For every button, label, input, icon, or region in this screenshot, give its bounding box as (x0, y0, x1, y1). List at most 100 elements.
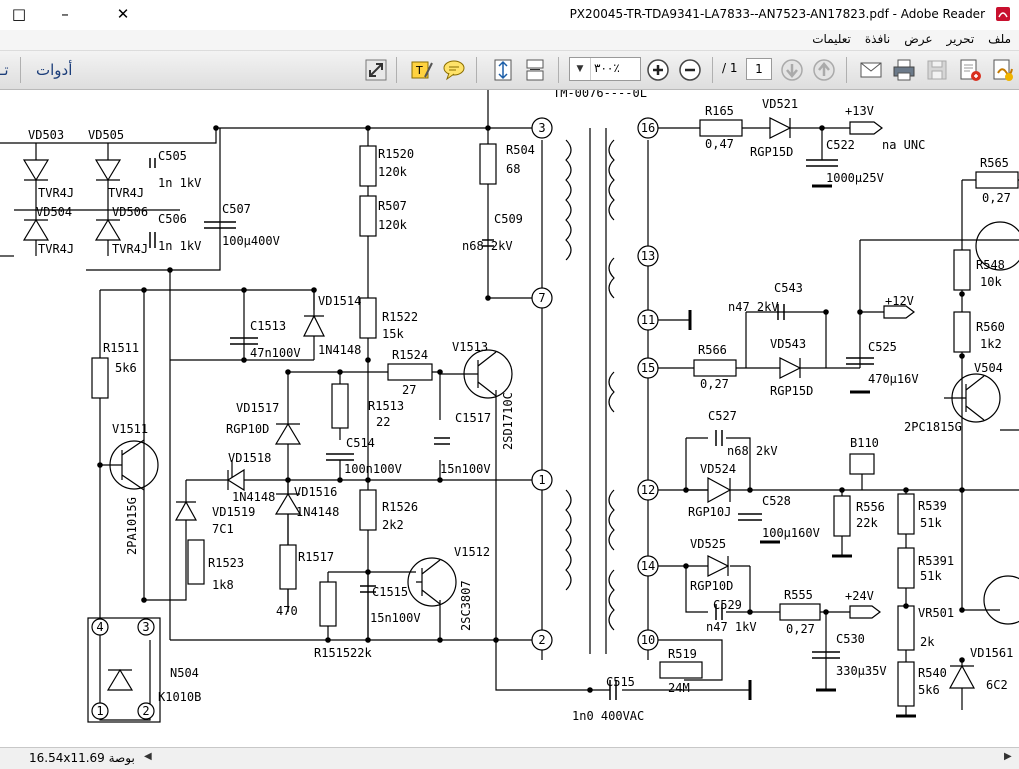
maximize-button[interactable]: □ (11, 5, 27, 23)
component-label: 2k2 (382, 518, 404, 532)
scroll-left-arrow-icon[interactable]: ◀ (144, 751, 152, 762)
toolbar-separator (20, 57, 21, 83)
highlight-text-icon[interactable]: T (409, 57, 435, 83)
email-icon[interactable] (858, 57, 884, 83)
component-label: na UNC (882, 138, 925, 152)
component-label: C529 (713, 598, 742, 612)
component-label: 15n100V (370, 611, 421, 625)
component-label: 330µ35V (836, 664, 887, 678)
next-page-icon[interactable] (779, 57, 805, 83)
toolbar-separator (846, 57, 847, 83)
tools-label-cut[interactable]: تـ (0, 61, 9, 79)
scroll-mode-icon[interactable] (522, 57, 548, 83)
component-label: 6C2 (986, 678, 1008, 692)
component-label: VD1517 (236, 401, 279, 415)
component-label: 27 (402, 383, 416, 397)
component-label: 24M (668, 681, 690, 695)
zoom-out-icon[interactable] (677, 57, 703, 83)
menu-window[interactable]: نافذة (864, 32, 891, 46)
full-screen-icon[interactable] (363, 57, 389, 83)
component-label: 100µ400V (222, 234, 280, 248)
component-label: R548 (976, 258, 1005, 272)
component-label: TVR4J (112, 242, 148, 256)
transistor-part-label: 2PA1015G (125, 497, 139, 555)
pin-number: 2 (142, 704, 149, 718)
toolbar-separator (396, 57, 397, 83)
component-label: K1010B (158, 690, 201, 704)
fit-page-icon[interactable] (490, 57, 516, 83)
component-label: 0,27 (700, 377, 729, 391)
pdf-icon (996, 7, 1010, 21)
component-label: n47 1kV (706, 620, 757, 634)
component-label: VD524 (700, 462, 736, 476)
zoom-in-icon[interactable] (645, 57, 671, 83)
page-number-input[interactable]: 1 (746, 58, 772, 80)
menu-bar: ملف تحرير عرض نافذة تعليمات (0, 30, 1019, 51)
menu-help[interactable]: تعليمات (812, 32, 851, 46)
capacitors (149, 158, 874, 700)
component-label: 1N4148 (232, 490, 275, 504)
component-label: R165 (705, 104, 734, 118)
zoom-dropdown-icon[interactable]: ▼ (570, 58, 591, 80)
component-label: 0,27 (786, 622, 815, 636)
diodes (22, 117, 976, 689)
save-icon[interactable] (924, 57, 950, 83)
component-label: 15n100V (440, 462, 491, 476)
component-label: 1n 1kV (158, 176, 201, 190)
component-label: C1513 (250, 319, 286, 333)
output-connectors (849, 121, 915, 619)
component-label: 2k (920, 635, 935, 649)
component-label: VD525 (690, 537, 726, 551)
menu-edit[interactable]: تحرير (946, 32, 975, 46)
component-label: n68 2kV (462, 239, 513, 253)
component-label: C530 (836, 632, 865, 646)
svg-text:T: T (415, 64, 423, 77)
pin-number: 3 (142, 620, 149, 634)
previous-page-icon[interactable] (811, 57, 837, 83)
component-label: n47 2kV (728, 300, 779, 314)
component-label: VD505 (88, 128, 124, 142)
component-label: TVR4J (38, 186, 74, 200)
component-label: VD506 (112, 205, 148, 219)
resistors (91, 119, 1019, 707)
title-bar: □ – ✕ PX20045-TR-TDA9341-LA7833--AN7523-… (0, 0, 1019, 31)
component-label: R5391 (918, 554, 954, 568)
sign-icon[interactable] (990, 57, 1016, 83)
component-label: TVR4J (108, 186, 144, 200)
component-label: C1517 (455, 411, 491, 425)
pin-number: 12 (641, 483, 655, 497)
component-label: R1524 (392, 348, 428, 362)
component-label: R566 (698, 343, 727, 357)
component-label: TM-0076----0L (553, 90, 647, 100)
transformer-windings (565, 139, 615, 631)
component-label: RGP10D (690, 579, 733, 593)
minimize-button[interactable]: – (61, 5, 69, 23)
component-label: C522 (826, 138, 855, 152)
pin-number: 1 (538, 473, 545, 487)
transistor-part-label: 2SC3807 (459, 580, 473, 631)
component-label: +24V (845, 589, 874, 603)
scroll-right-arrow-icon[interactable]: ▶ (1004, 751, 1012, 762)
close-button[interactable]: ✕ (116, 5, 130, 23)
print-icon[interactable] (891, 57, 917, 83)
menu-view[interactable]: عرض (904, 32, 933, 46)
component-label: R555 (784, 588, 813, 602)
zoom-field[interactable]: ▼ ٣٠٠٪ (569, 57, 641, 81)
pin-number: 7 (538, 291, 545, 305)
tools-button[interactable]: أدوات (36, 61, 73, 79)
component-label: VR501 (918, 606, 954, 620)
component-label: 0,27 (982, 191, 1011, 205)
component-label: 2PC1815G (904, 420, 962, 434)
create-pdf-icon[interactable] (957, 57, 983, 83)
component-label: 47n100V (250, 346, 301, 360)
menu-file[interactable]: ملف (988, 32, 1011, 46)
component-label: R560 (976, 320, 1005, 334)
pin-number: 16 (641, 121, 655, 135)
component-label: 0,47 (705, 137, 734, 151)
comment-icon[interactable] (441, 57, 467, 83)
junction-dots (97, 125, 965, 693)
